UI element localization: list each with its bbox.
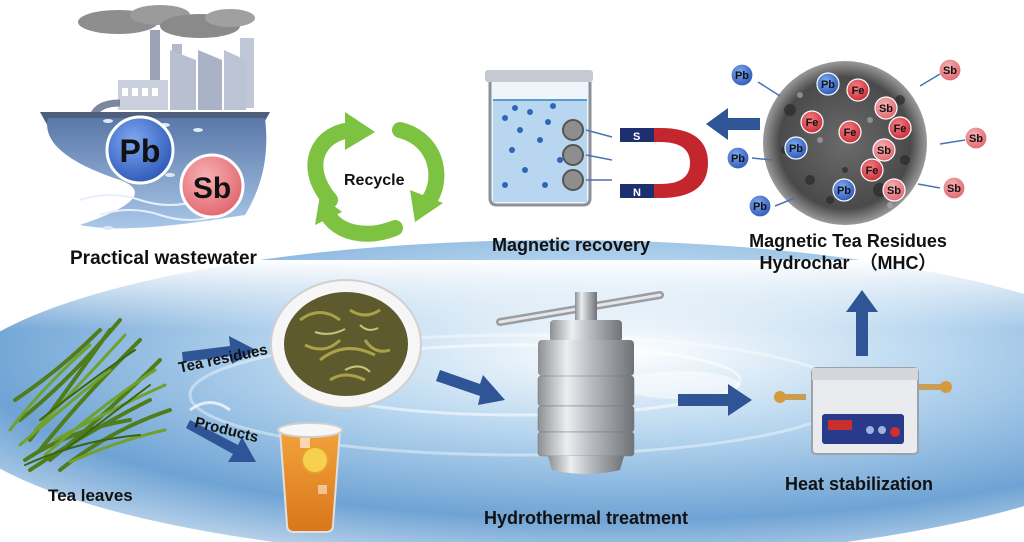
arrow-to-heat-stabilization (678, 384, 752, 416)
label-recycle: Recycle (344, 172, 405, 189)
ion-pointer-arrow (919, 73, 941, 87)
arrow-up-to-mhc (846, 290, 878, 356)
fe-ion-small: Fe (800, 110, 824, 134)
magnet-icon: S N (620, 128, 708, 199)
sb-ion-large-label: Sb (193, 172, 231, 205)
label-hydrothermal-treatment: Hydrothermal treatment (484, 508, 689, 528)
arrow-to-magnet (706, 108, 760, 140)
pb-ion-small: Pb (832, 178, 856, 202)
sb-ion-small: Sb (942, 176, 966, 200)
label-mhc-line2: Hydrochar （MHC） (759, 253, 937, 273)
beaker-icon (485, 70, 613, 207)
sb-ion-small-label: Sb (947, 183, 961, 195)
label-magnetic-recovery: Magnetic recovery (492, 235, 651, 255)
sb-ion-small-label: Sb (969, 133, 983, 145)
fe-ion-small: Fe (838, 120, 862, 144)
pb-ion-small: Pb (784, 136, 808, 160)
tea-leaves-icon (8, 318, 172, 472)
label-mhc-line1: Magnetic Tea Residues (749, 231, 947, 251)
sb-ion-small: Sb (872, 138, 896, 162)
fe-ion-small-label: Fe (806, 117, 819, 129)
label-heat-stabilization: Heat stabilization (785, 474, 934, 494)
pb-ion-small-label: Pb (789, 143, 803, 155)
label-tea-leaves: Tea leaves (48, 486, 133, 505)
pb-ion-small: Pb (748, 194, 772, 218)
ion-pointer-arrow (757, 81, 781, 97)
pb-ion-small: Pb (730, 63, 754, 87)
fe-ion-small: Fe (860, 158, 884, 182)
iced-tea-cup (277, 422, 343, 533)
pb-ion-small-label: Pb (731, 153, 745, 165)
factory-wastewater-illustration (40, 5, 270, 230)
label-mhc: Magnetic Tea Residues Hydrochar （MHC） (738, 230, 958, 274)
sb-ion-small-label: Sb (887, 185, 901, 197)
fe-ion-small-label: Fe (844, 127, 857, 139)
fe-ion-small: Fe (846, 78, 870, 102)
heating-device (774, 367, 952, 455)
fe-ion-small: Fe (888, 116, 912, 140)
fe-ion-small-label: Fe (866, 165, 879, 177)
arrow-to-tea-residues (182, 336, 256, 364)
sb-ion-large: Sb (179, 153, 245, 219)
tea-residues-bowl (270, 279, 422, 409)
process-arrows (182, 108, 878, 462)
pb-ion-small-label: Pb (821, 79, 835, 91)
sb-ion-small: Sb (882, 178, 906, 202)
ion-pointer-arrow (774, 197, 796, 207)
sb-ion-small: Sb (938, 58, 962, 82)
hydrothermal-reactor (496, 291, 664, 474)
pb-ion-small: Pb (726, 146, 750, 170)
pb-ion-small-label: Pb (837, 185, 851, 197)
arrow-to-reactor (436, 370, 505, 405)
fe-ion-small-label: Fe (852, 85, 865, 97)
sb-ion-small-label: Sb (877, 145, 891, 157)
magnet-pole-south: S (633, 131, 640, 143)
label-practical-wastewater: Practical wastewater (70, 248, 257, 269)
ion-pointer-arrow (939, 139, 966, 145)
arrow-to-products (186, 420, 256, 462)
sb-ion-small: Sb (874, 96, 898, 120)
pb-ion-small-label: Pb (735, 70, 749, 82)
magnet-pole-north: N (633, 187, 641, 199)
water-background (0, 240, 1024, 542)
sb-ion-small-label: Sb (943, 65, 957, 77)
pb-ion-large-label: Pb (120, 133, 161, 169)
sb-ion-small-label: Sb (879, 103, 893, 115)
ion-pointer-arrow (751, 157, 773, 161)
pb-ion-large: Pb (105, 115, 175, 185)
sb-ion-small: Sb (964, 126, 988, 150)
ion-pointer-arrow (917, 183, 941, 189)
pb-ion-small-label: Pb (753, 201, 767, 213)
pb-ion-small: Pb (816, 72, 840, 96)
fe-ion-small-label: Fe (894, 123, 907, 135)
recycle-icon (307, 112, 445, 242)
